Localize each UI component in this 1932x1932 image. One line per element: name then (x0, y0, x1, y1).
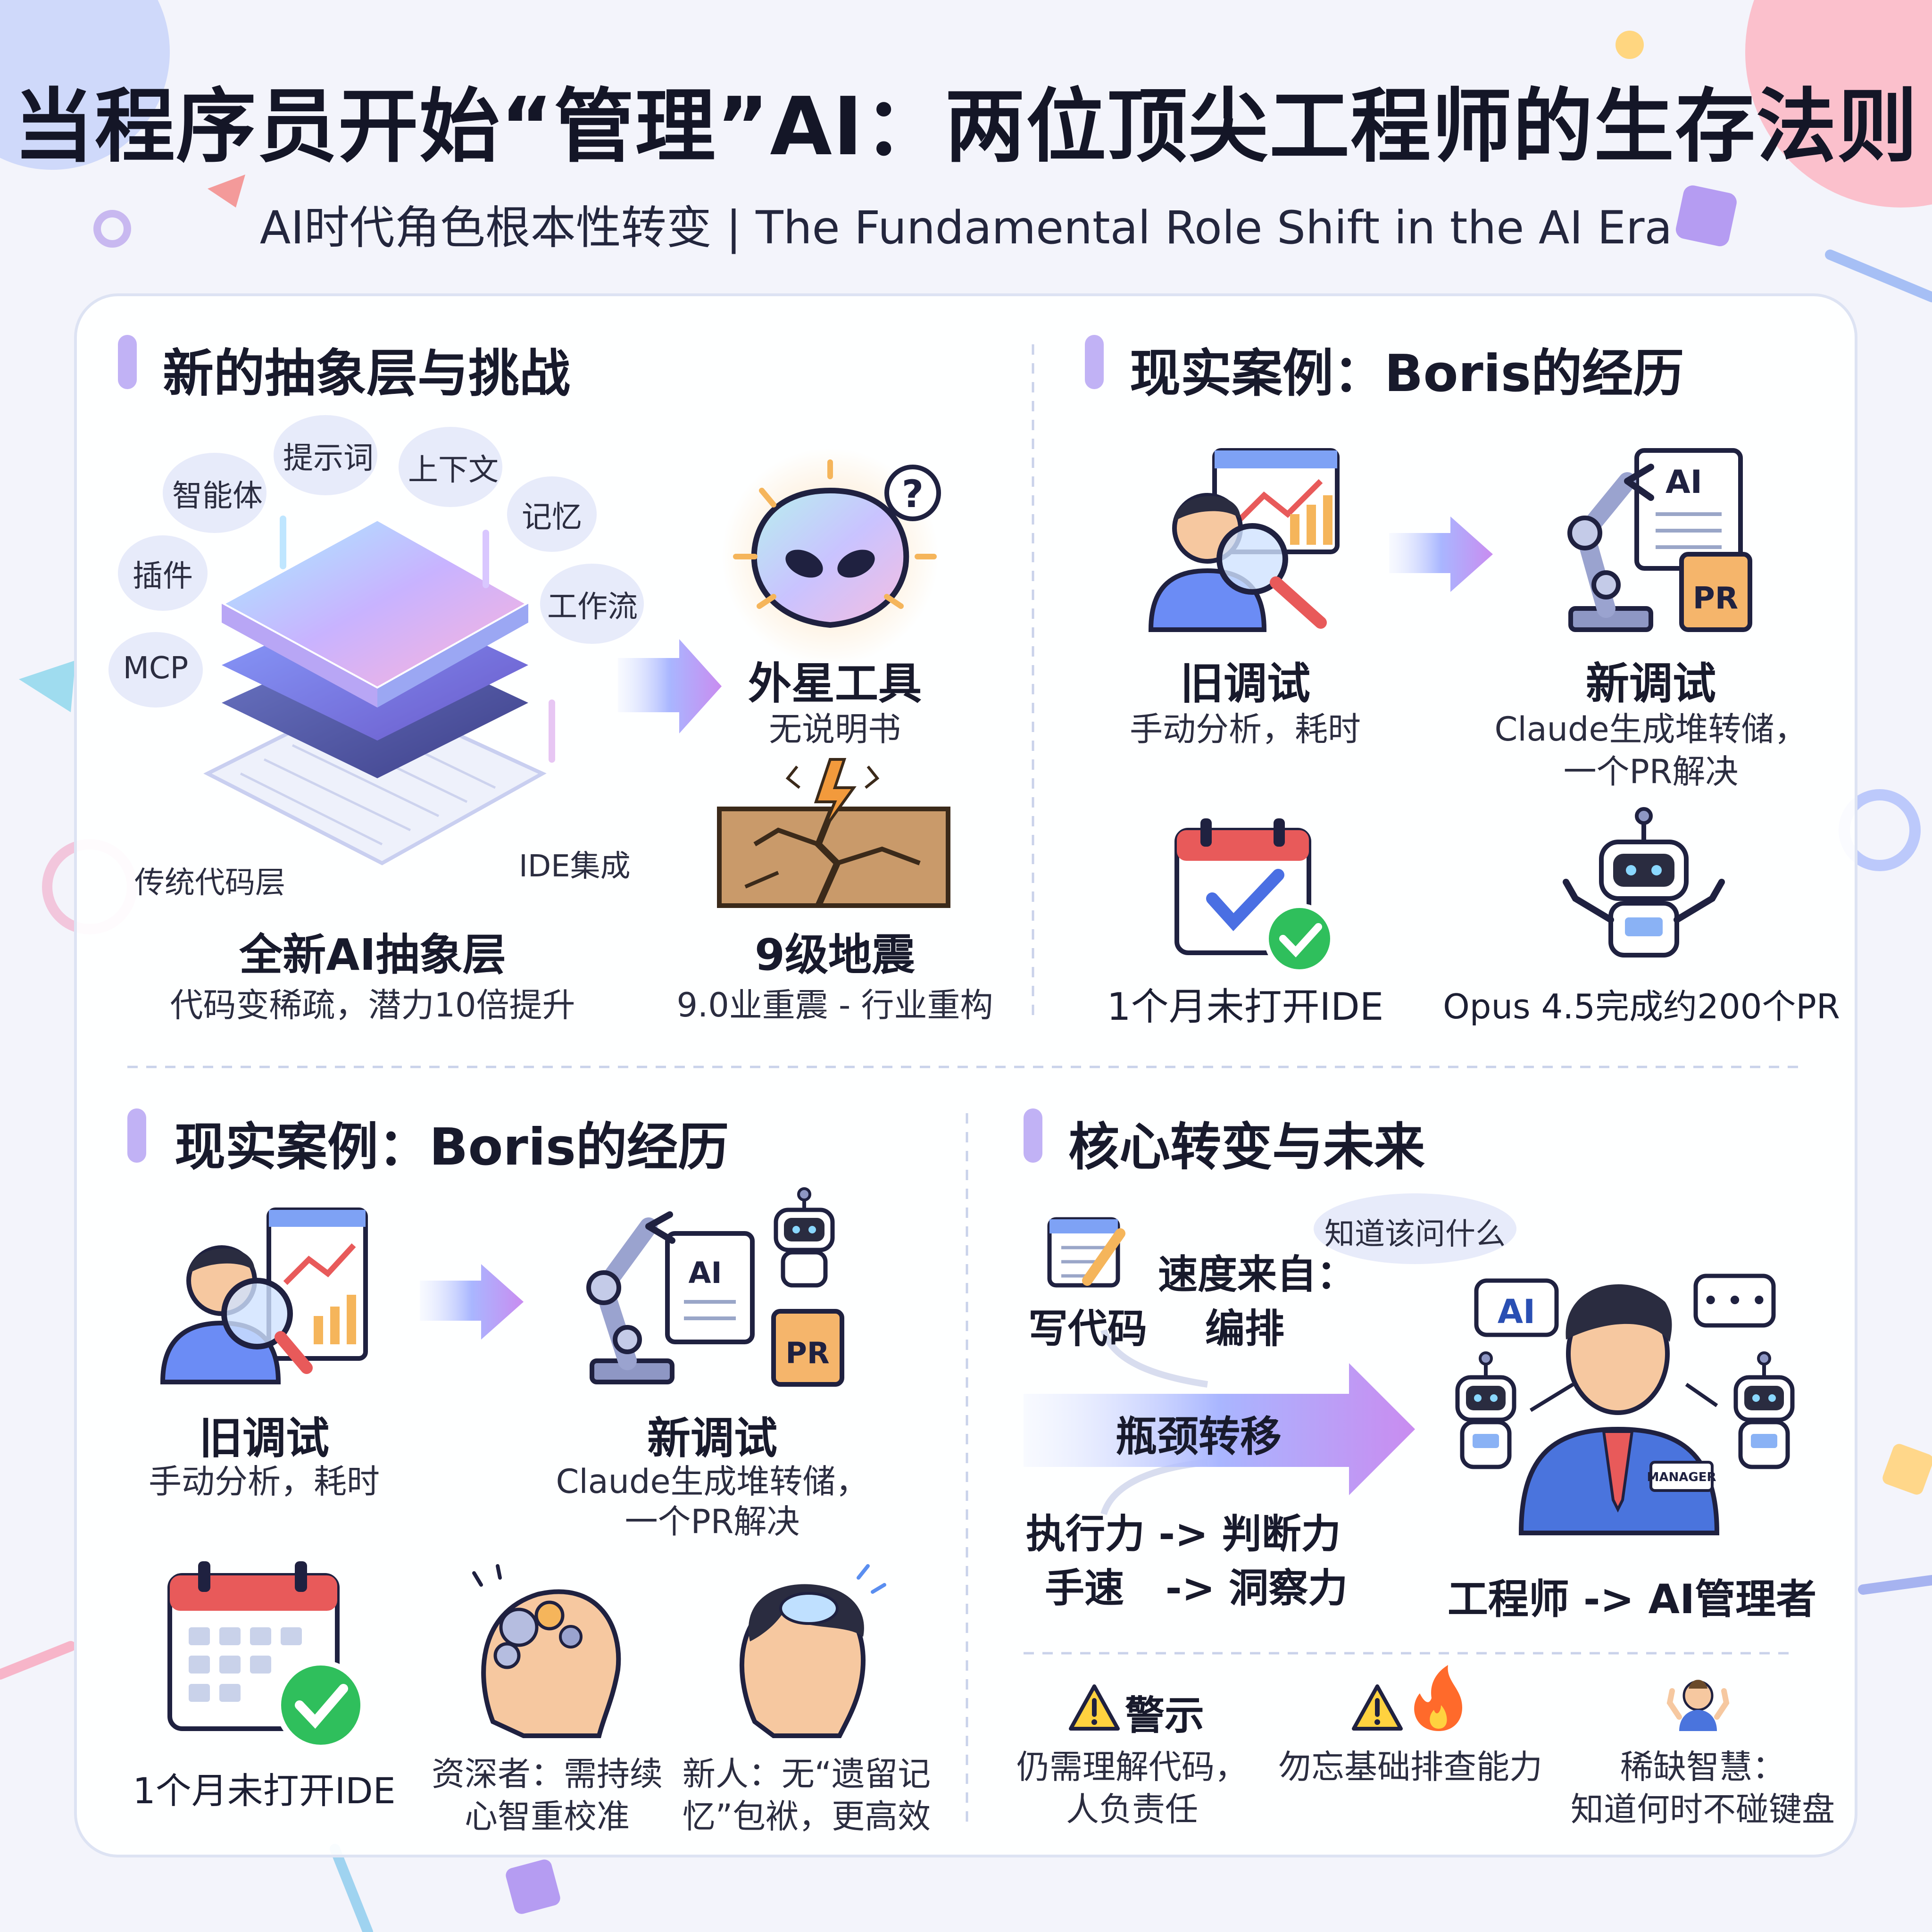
orchestration-label: 编排 (1205, 1306, 1285, 1352)
new-debug-illustration-q2: AI PR (1567, 448, 1752, 632)
warning-desc-2: 人负责任 (1066, 1790, 1198, 1829)
new-debug-title-q2: 新调试 (1585, 658, 1716, 709)
earthquake-illustration (717, 758, 950, 908)
old-debug-title-q2: 旧调试 (1180, 658, 1310, 709)
senior-head-icon (472, 1564, 621, 1738)
ai-layer-title: 全新AI抽象层 (239, 930, 506, 980)
manager-illustration: AI • • • MANAGER (1455, 1274, 1795, 1535)
arrow-q3 (420, 1264, 524, 1340)
junior-text-2: 忆”包袱，更高效 (682, 1797, 931, 1836)
new-debug-illustration-q3: AI PR (586, 1187, 844, 1387)
warning-desc-1: 仍需理解代码， (1016, 1748, 1248, 1786)
bubble-agent: 智能体 (172, 479, 263, 514)
ai-chat-tag: AI (1498, 1292, 1535, 1331)
bubble-prompt: 提示词 (283, 441, 374, 476)
shift-execution-judgment: 执行力 -> 判断力 (1026, 1511, 1341, 1557)
pr-doc-tag-q2: PR (1693, 581, 1738, 616)
senior-text-1: 资深者：需持续 (432, 1755, 663, 1793)
main-card (74, 293, 1857, 1857)
old-debug-illustration-q3 (160, 1208, 368, 1384)
old-debug-title-q3: 旧调试 (199, 1413, 329, 1464)
opus-pr-count: Opus 4.5完成约200个PR (1443, 987, 1840, 1026)
new-debug-title-q3: 新调试 (647, 1413, 777, 1464)
new-debug-desc1-q3: Claude生成堆转储， (556, 1462, 869, 1501)
chat-dots: • • • (1703, 1287, 1767, 1315)
bubble-memory: 记忆 (522, 500, 582, 535)
junior-text-1: 新人：无“遗留记 (682, 1755, 931, 1793)
ai-layer-stack-illustration (203, 516, 555, 866)
bubble-plugin: 插件 (133, 559, 193, 594)
warning-icon-2 (1352, 1684, 1403, 1731)
alien-tool-desc: 无说明书 (769, 710, 901, 749)
ide-unopened-q3: 1个月未打开IDE (133, 1770, 396, 1812)
pr-doc-tag-q3: PR (785, 1336, 829, 1370)
shrug-person-icon (1666, 1680, 1730, 1731)
robot-q2 (1563, 807, 1725, 958)
page-title: 当程序员开始“管理”AI：两位顶尖工程师的生存法则 (13, 80, 1919, 174)
ask-bubble-shape (1314, 1193, 1516, 1264)
wisdom-text-2: 知道何时不碰键盘 (1571, 1790, 1835, 1829)
section-heading-boris-top: 现实案例：Boris的经历 (1130, 344, 1684, 403)
section-heading-boris-bottom: 现实案例：Boris的经历 (175, 1118, 729, 1177)
section-heading-abstraction: 新的抽象层与挑战 (163, 344, 571, 403)
earthquake-title: 9级地震 (754, 930, 915, 980)
legacy-code-layer-label: 传统代码层 (134, 866, 285, 900)
ide-integration-label: IDE集成 (519, 849, 631, 884)
warning-icon-1 (1069, 1684, 1120, 1731)
bubble-workflow: 工作流 (547, 590, 638, 625)
bubble-context: 上下文 (408, 453, 499, 488)
engineer-to-manager-caption: 工程师 -> AI管理者 (1447, 1576, 1817, 1623)
earthquake-desc: 9.0业重震 - 行业重构 (676, 986, 993, 1024)
new-debug-desc1-q2: Claude生成堆转储， (1494, 710, 1807, 749)
write-code-label: 写代码 (1028, 1306, 1148, 1352)
notepad-pencil-icon (1047, 1217, 1125, 1288)
ide-unopened-q2: 1个月未打开IDE (1107, 985, 1384, 1029)
old-debug-desc-q3: 手动分析，耗时 (149, 1462, 380, 1501)
bottleneck-label: 瓶颈转移 (1116, 1412, 1282, 1461)
bottleneck-arrow (1024, 1363, 1415, 1495)
corner-blob-top-left (0, 0, 170, 170)
calendar-check-q2 (1174, 818, 1335, 974)
ai-doc-tag-q2: AI (1666, 464, 1702, 501)
ai-doc-tag-q3: AI (688, 1256, 722, 1290)
svg-text:?: ? (902, 472, 924, 516)
ask-what-bubble: 知道该问什么 (1324, 1217, 1506, 1252)
speed-from-label: 速度来自： (1158, 1251, 1357, 1298)
alien-tool-title: 外星工具 (748, 658, 922, 709)
shift-speed-insight: 手速 -> 洞察力 (1045, 1565, 1348, 1611)
ai-layer-desc: 代码变稀疏，潜力10倍提升 (170, 986, 575, 1024)
old-debug-illustration-q2 (1148, 448, 1340, 632)
wisdom-text-1: 稀缺智慧： (1620, 1748, 1785, 1786)
basic-troubleshooting-desc: 勿忘基础排查能力 (1278, 1748, 1542, 1786)
page-subtitle: AI时代角色根本性转变 | The Fundamental Role Shift… (259, 201, 1673, 254)
corner-blob-top-right (1745, 0, 1932, 208)
fire-icon (1414, 1665, 1462, 1731)
junior-head-icon (739, 1564, 886, 1738)
senior-text-2: 心智重校准 (465, 1797, 630, 1836)
calendar-check-q3 (167, 1561, 366, 1750)
new-debug-desc2-q3: 一个PR解决 (625, 1502, 800, 1541)
manager-badge: MANAGER (1647, 1470, 1716, 1484)
old-debug-desc-q2: 手动分析，耗时 (1130, 710, 1361, 749)
warning-title: 警示 (1125, 1692, 1205, 1739)
arrow-q2 (1389, 516, 1493, 592)
new-debug-desc2-q2: 一个PR解决 (1563, 752, 1739, 791)
alien-tool-illustration: ? (722, 448, 941, 665)
concept-bubbles (108, 415, 644, 708)
section-heading-core-shift: 核心转变与未来 (1068, 1118, 1425, 1177)
bubble-mcp: MCP (123, 651, 189, 686)
